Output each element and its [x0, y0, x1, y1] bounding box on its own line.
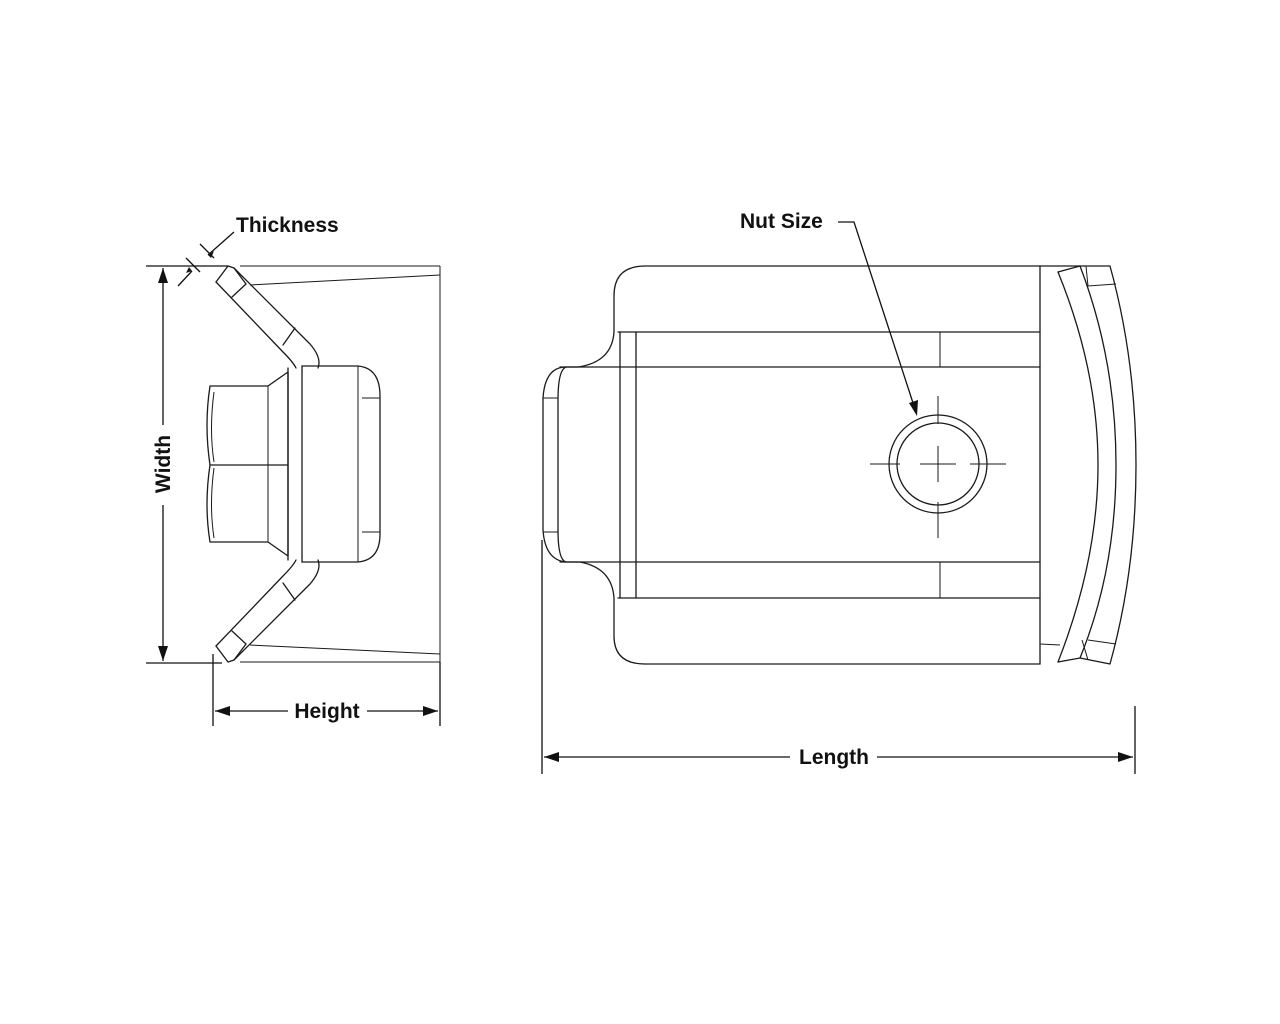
width-label: Width	[152, 435, 175, 493]
thickness-label: Thickness	[236, 214, 339, 237]
side-view-upper-wing	[215, 265, 441, 369]
side-view	[206, 265, 441, 663]
top-view-nut-hole	[870, 396, 1006, 538]
top-view-curved-plate	[1039, 265, 1137, 665]
length-dimension: Length	[541, 540, 1136, 774]
top-view	[542, 265, 1137, 665]
side-view-hex-nut	[206, 371, 289, 557]
width-dimension: Width	[146, 265, 228, 664]
thickness-dimension: Thickness	[177, 214, 339, 287]
nut-size-label: Nut Size	[740, 210, 823, 233]
nut-size-leader: Nut Size	[740, 210, 918, 416]
top-view-left-tab	[542, 366, 567, 563]
side-view-flange	[287, 365, 381, 563]
side-view-lower-wing	[215, 559, 441, 663]
height-label: Height	[294, 700, 359, 723]
length-label: Length	[799, 746, 869, 769]
height-dimension: Height	[212, 654, 441, 726]
top-view-channel	[559, 331, 1041, 599]
